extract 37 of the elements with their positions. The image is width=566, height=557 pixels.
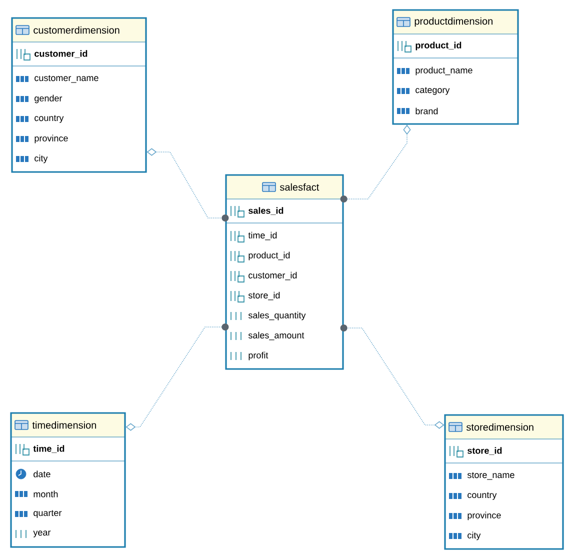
column-name: city xyxy=(34,154,48,164)
column-name: country xyxy=(34,115,64,123)
primary-key-name: customer_id xyxy=(34,50,88,58)
column-name: quarter xyxy=(34,510,62,518)
column-name: sales_amount xyxy=(248,332,304,340)
column-name: sales_quantity xyxy=(248,312,306,320)
relationship-line xyxy=(340,124,411,202)
column-name: city xyxy=(468,532,481,540)
column-name: brand xyxy=(416,108,438,114)
table-name: salesfact xyxy=(280,183,320,191)
column-name: month xyxy=(34,490,58,498)
relationship-line xyxy=(146,148,229,222)
column-name: province xyxy=(468,512,501,520)
table-name: customerdimension xyxy=(34,26,120,34)
column-name: date xyxy=(34,470,50,478)
table-name: timedimension xyxy=(32,421,96,429)
column-name: year xyxy=(33,530,51,538)
column-name: product_id xyxy=(248,252,290,260)
primary-key-name: time_id xyxy=(33,445,64,453)
column-name: category xyxy=(416,87,450,95)
column-name: customer_name xyxy=(34,75,98,83)
column-name: store_id xyxy=(248,292,280,300)
relationship-line xyxy=(125,324,229,431)
table-name: productdimension xyxy=(414,17,492,27)
table-name: storedimension xyxy=(466,423,534,431)
primary-key-name: product_id xyxy=(416,42,462,50)
column-name: product_name xyxy=(416,66,472,76)
column-name: profit xyxy=(248,352,268,360)
column-name: gender xyxy=(34,94,62,104)
column-name: country xyxy=(468,492,497,500)
column-name: time_id xyxy=(248,232,277,240)
primary-key-name: sales_id xyxy=(248,207,284,215)
column-name: store_name xyxy=(467,472,514,480)
column-name: province xyxy=(34,134,68,144)
relationship-line xyxy=(340,324,445,429)
primary-key-name: store_id xyxy=(468,447,502,455)
column-name: customer_id xyxy=(248,272,297,280)
